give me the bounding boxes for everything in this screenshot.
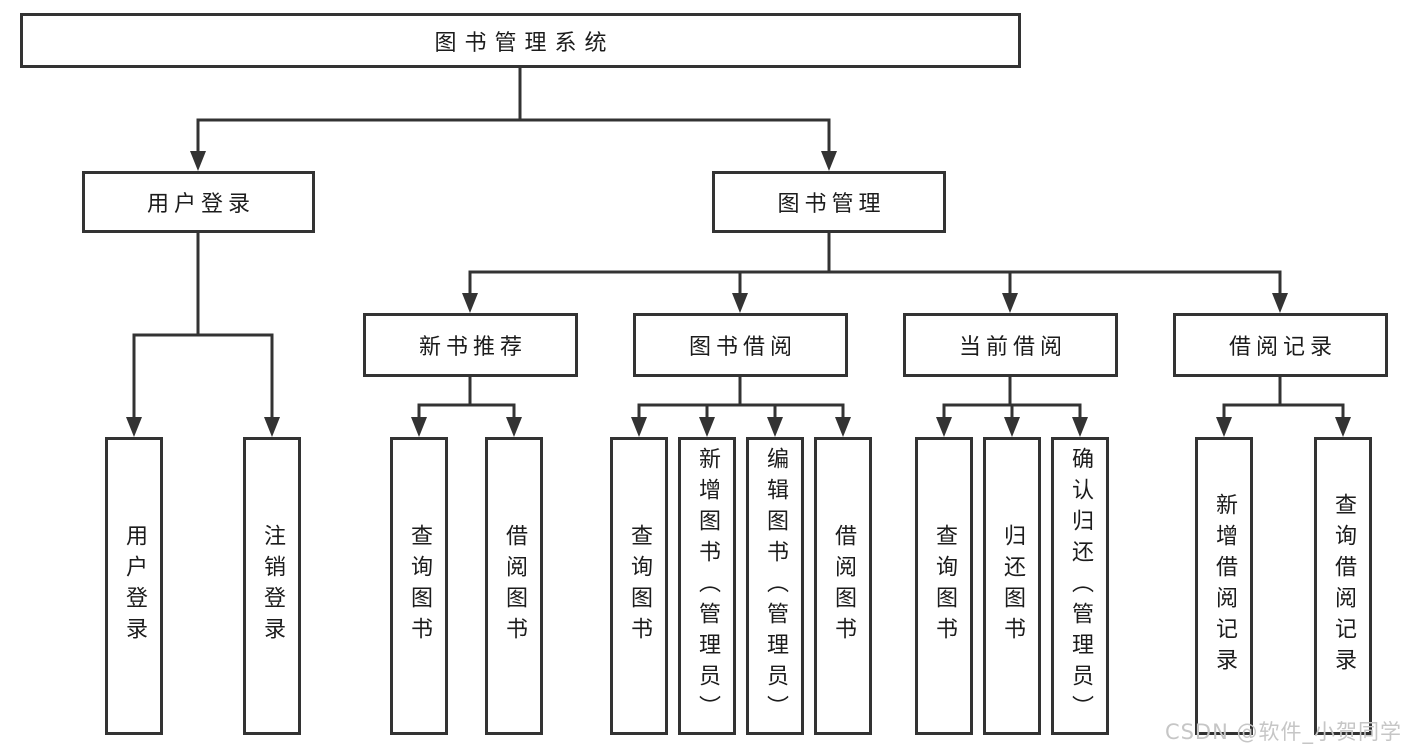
leaf-confirm-return-admin: 确认归还（管理员） [1051, 437, 1109, 735]
node-label: 当前借阅 [958, 335, 1067, 360]
node-user-login: 用户登录 [82, 171, 315, 233]
leaf-logout: 注销登录 [243, 437, 301, 735]
csdn-watermark: CSDN @软件_小贺同学 [1164, 720, 1402, 744]
node-label: 新书推荐 [418, 335, 527, 360]
node-label: 图书管理 [777, 192, 886, 217]
leaf-user-login: 用户登录 [105, 437, 163, 735]
node-label: 编辑图书（管理员） [763, 446, 788, 726]
node-label: 确认归还（管理员） [1068, 446, 1093, 726]
node-label: 查询图书 [627, 524, 652, 648]
node-book-management: 图书管理 [712, 171, 946, 233]
node-label: 图书管理系统 [434, 30, 615, 56]
node-label: 查询图书 [932, 524, 957, 648]
leaf-borrow-books: 借阅图书 [814, 437, 872, 735]
node-label: 借阅记录 [1228, 335, 1337, 360]
node-label: 查询图书 [407, 524, 432, 648]
node-book-borrowing: 图书借阅 [633, 313, 848, 377]
leaf-return-books: 归还图书 [983, 437, 1041, 735]
node-label: 用户登录 [122, 524, 147, 648]
node-borrowing-records: 借阅记录 [1173, 313, 1388, 377]
leaf-query-borrow-record: 查询借阅记录 [1314, 437, 1372, 735]
node-label: 借阅图书 [502, 524, 527, 648]
leaf-edit-books-admin: 编辑图书（管理员） [746, 437, 804, 735]
node-current-borrowing: 当前借阅 [903, 313, 1118, 377]
leaf-query-books: 查询图书 [390, 437, 448, 735]
node-label: 新增借阅记录 [1212, 493, 1237, 679]
node-label: 新增图书（管理员） [695, 446, 720, 726]
leaf-borrow-books: 借阅图书 [485, 437, 543, 735]
leaf-add-books-admin: 新增图书（管理员） [678, 437, 736, 735]
node-library-management-system: 图书管理系统 [20, 13, 1021, 68]
node-label: 用户登录 [146, 192, 255, 217]
node-label: 图书借阅 [688, 335, 797, 360]
leaf-query-books: 查询图书 [610, 437, 668, 735]
node-label: 归还图书 [1000, 524, 1025, 648]
leaf-query-books: 查询图书 [915, 437, 973, 735]
leaf-add-borrow-record: 新增借阅记录 [1195, 437, 1253, 735]
node-label: 注销登录 [260, 524, 285, 648]
node-label: 查询借阅记录 [1331, 493, 1356, 679]
node-label: 借阅图书 [831, 524, 856, 648]
node-new-book-recommendation: 新书推荐 [363, 313, 578, 377]
